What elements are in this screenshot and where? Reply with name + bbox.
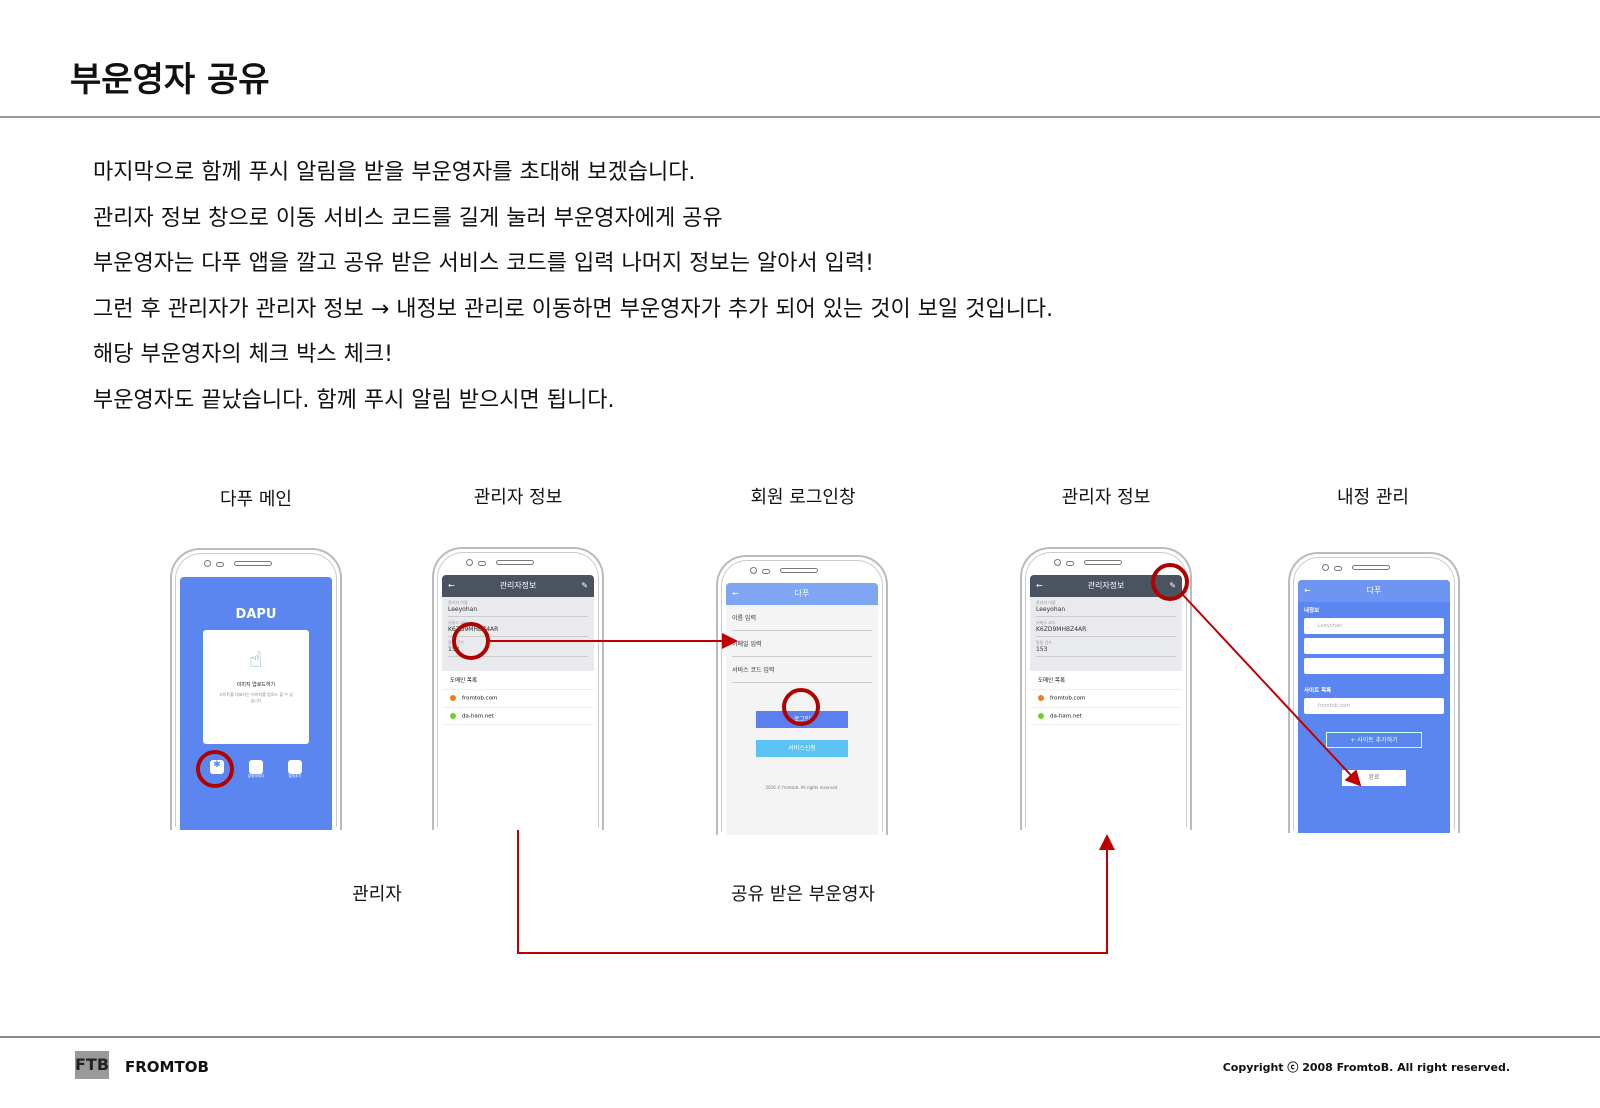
domain-item[interactable]: da-ham.net (1030, 708, 1182, 725)
phone-login: ←다푸 이름 입력 이메일 입력 서비스 코드 입력 로그인 서비스신청 201… (716, 555, 888, 835)
settings-button[interactable]: ✱ (209, 760, 224, 779)
screen-label: 회원 로그인창 (750, 487, 856, 508)
myinfo-screen: ←다푸 내정보 Leeyohan 사이트 목록 fromtob.com + 사이… (1298, 580, 1450, 833)
instruction-line: 관리자 정보 창으로 이동 서비스 코드를 길게 눌러 부운영자에게 공유 (93, 205, 723, 231)
upload-card[interactable]: ☝ 이미지 업로드하기 사이트를 대표하는 이미지를 업로드 할 수 있습니다 (203, 630, 309, 744)
group-label-sub: 공유 받은 부운영자 (731, 884, 875, 905)
screen-title: 관리자정보 (499, 581, 537, 590)
highlight-circle (1151, 563, 1189, 601)
edit-icon[interactable]: ✎ (581, 581, 588, 590)
phone-field[interactable] (1304, 658, 1444, 674)
domain-item[interactable]: fromtob.com (1030, 690, 1182, 708)
highlight-circle (782, 688, 820, 726)
domains-title: 도메인 목록 (442, 671, 594, 690)
divider (0, 116, 1600, 118)
divider (0, 1036, 1600, 1038)
card-title: 이미지 업로드하기 (236, 682, 276, 688)
highlight-circle (452, 622, 490, 660)
instruction-line: 해당 부운영자의 체크 박스 체크! (93, 342, 393, 367)
add-alert-button[interactable]: 알림추가 (287, 760, 302, 779)
brand-name: FROMTOB (125, 1058, 209, 1076)
email-input[interactable]: 이메일 입력 (732, 631, 872, 657)
group-label-admin: 관리자 (352, 884, 402, 905)
highlight-circle (196, 750, 234, 788)
admin-name: Leeyohan (448, 606, 478, 613)
screen-label: 내정 관리 (1337, 487, 1409, 508)
instruction-line: 그런 후 관리자가 관리자 정보 → 내정보 관리로 이동하면 부운영자가 추가… (93, 296, 1054, 322)
login-footer: 2016 © fromtob. All rights reserved. (765, 785, 839, 790)
service-code[interactable]: K6ZD9MHBZ4AR (448, 626, 499, 633)
phone-main: DAPU ☝ 이미지 업로드하기 사이트를 대표하는 이미지를 업로드 할 수 … (170, 548, 342, 830)
arrow (1182, 594, 1362, 787)
back-icon[interactable]: ← (448, 581, 455, 590)
domain-item[interactable]: da-ham.net (442, 708, 594, 725)
card-desc: 사이트를 대표하는 이미지를 업로드 할 수 있습니다 (219, 692, 293, 703)
name-input[interactable]: 이름 입력 (732, 605, 872, 631)
screen-label: 다푸 메인 (220, 489, 292, 510)
alert-count: 153 (448, 646, 460, 653)
name-field[interactable]: Leeyohan (1304, 618, 1444, 634)
dapu-logo: DAPU (235, 607, 277, 622)
message-button[interactable]: 알림메세지 (248, 760, 264, 779)
screen-label: 관리자 정보 (473, 487, 563, 508)
phone-myinfo: ←다푸 내정보 Leeyohan 사이트 목록 fromtob.com + 사이… (1288, 552, 1460, 833)
site-item[interactable]: fromtob.com (1304, 698, 1444, 714)
company-logo: FTB (75, 1051, 109, 1079)
instructions: 마지막으로 함께 푸시 알림을 받을 부운영자를 초대해 보겠습니다. 관리자 … (93, 158, 1053, 431)
login-button[interactable]: 로그인 (756, 711, 848, 728)
main-screen: DAPU ☝ 이미지 업로드하기 사이트를 대표하는 이미지를 업로드 할 수 … (180, 577, 332, 830)
screen-label: 관리자 정보 (1061, 487, 1151, 508)
copyright: Copyright ⓒ 2008 FromtoB. All right rese… (1222, 1061, 1510, 1074)
page-title: 부운영자 공유 (70, 60, 270, 100)
arrow (517, 830, 1115, 954)
domain-item[interactable]: fromtob.com (442, 690, 594, 708)
add-site-button[interactable]: + 사이트 추가하기 (1326, 732, 1422, 748)
signup-button[interactable]: 서비스신청 (756, 740, 848, 757)
instruction-line: 부운영자는 다푸 앱을 깔고 공유 받은 서비스 코드를 입력 나머지 정보는 … (93, 251, 874, 276)
instruction-line: 마지막으로 함께 푸시 알림을 받을 부운영자를 초대해 보겠습니다. (93, 160, 696, 185)
email-field[interactable] (1304, 638, 1444, 654)
login-screen: ←다푸 이름 입력 이메일 입력 서비스 코드 입력 로그인 서비스신청 201… (726, 583, 878, 835)
instruction-line: 부운영자도 끝났습니다. 함께 푸시 알림 받으시면 됩니다. (93, 387, 615, 413)
touch-icon: ☝ (249, 648, 263, 673)
service-code-input[interactable]: 서비스 코드 입력 (732, 657, 872, 683)
edit-icon[interactable]: ✎ (1169, 581, 1176, 590)
